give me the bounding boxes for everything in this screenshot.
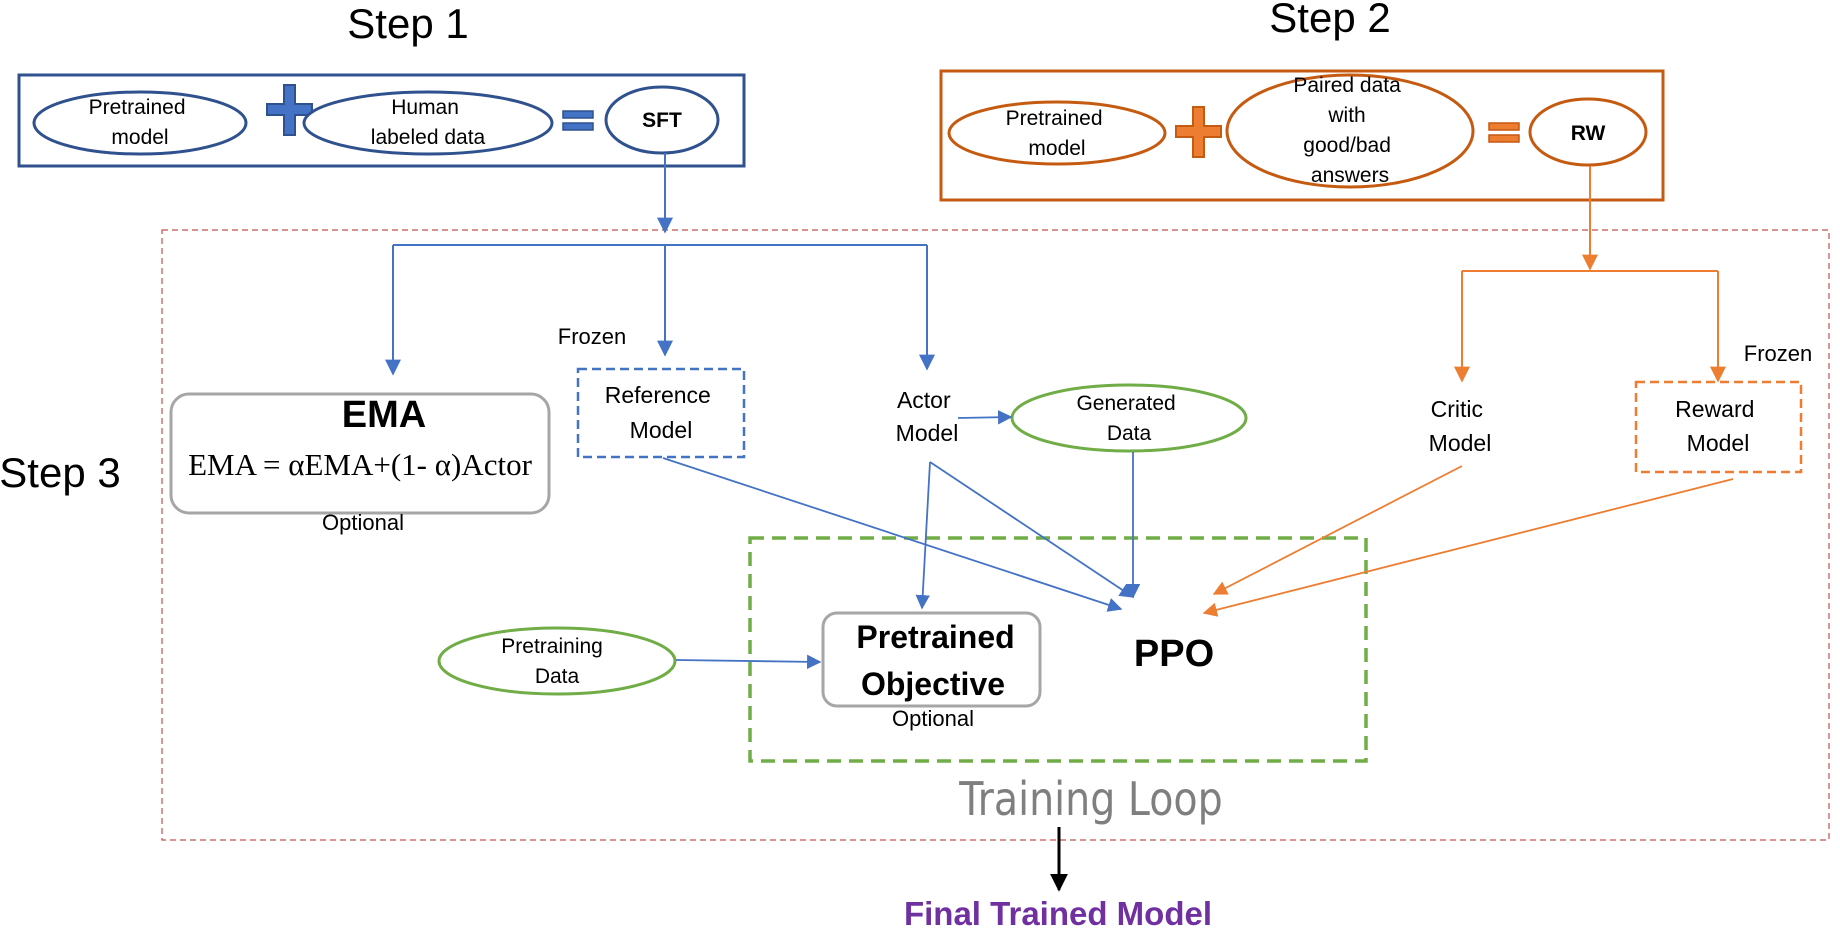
objective-line1: Pretrained <box>856 619 1014 655</box>
step1-pretrained-line1: Pretrained <box>89 96 186 119</box>
step1-equals-icon <box>562 110 594 131</box>
sft-label: SFT <box>642 109 682 132</box>
svg-text:Pretrained Objective: Pretrained Objective <box>856 619 1023 702</box>
svg-text:Actor Model: Actor Model <box>896 387 959 446</box>
generated-data-node: Generated Data <box>1010 383 1248 453</box>
actor-model-node: Actor Model <box>896 387 959 446</box>
reward-model-node: Reward Model <box>1634 380 1803 474</box>
step2-plus-icon <box>1175 106 1222 158</box>
blue-flow-arrows <box>662 410 1141 670</box>
pretrained-objective-node: Pretrained Objective <box>821 611 1042 708</box>
step1-pretrained-node: Pretrained model <box>32 90 248 156</box>
ppo-label: PPO <box>1134 633 1214 675</box>
critic-line2: Model <box>1429 430 1492 456</box>
training-loop-box <box>748 536 1368 763</box>
step1-human-data-node: Human labeled data <box>302 90 554 156</box>
svg-text:Reward Model: Reward Model <box>1675 396 1761 456</box>
pretraining-line1: Pretraining <box>501 635 603 658</box>
svg-text:Reference Model: Reference Model <box>605 382 718 443</box>
step2-paired-line4: answers <box>1311 164 1389 187</box>
orange-flow-arrows <box>1202 465 1734 617</box>
step2-pretrained-node: Pretrained model <box>947 100 1167 166</box>
rw-connectors <box>1454 166 1726 383</box>
step1-title: Step 1 <box>347 0 468 47</box>
step2-equals-icon <box>1488 122 1520 143</box>
svg-text:Pretrained model: Pretrained model <box>1006 107 1109 160</box>
step2-pretrained-line2: model <box>1028 137 1085 160</box>
objective-line2: Objective <box>861 666 1005 702</box>
generated-line2: Data <box>1107 422 1152 445</box>
reference-line2: Model <box>630 417 693 443</box>
svg-text:Pretraining Data: Pretraining Data <box>501 635 608 688</box>
sft-node: SFT <box>604 85 720 155</box>
step3-title: Step 3 <box>0 449 121 496</box>
svg-text:Paired data with g: Paired data with good/bad answers <box>1293 74 1406 187</box>
ema-formula: EMA = αEMA+(1- α)Actor <box>188 447 532 482</box>
step2-pretrained-line1: Pretrained <box>1006 107 1103 130</box>
step2-paired-line3: good/bad <box>1303 134 1391 157</box>
step2-box <box>939 69 1665 202</box>
step1-box <box>17 73 746 168</box>
svg-text:Critic Model: Critic Model <box>1429 396 1492 456</box>
sft-connectors <box>385 153 935 376</box>
step1-human-line1: Human <box>391 96 459 119</box>
training-loop-label: Training Loop <box>958 773 1222 827</box>
svg-text:Pretrained model: Pretrained model <box>89 96 192 149</box>
reward-line2: Model <box>1687 430 1750 456</box>
actor-line2: Model <box>896 420 959 446</box>
step2-paired-line2: with <box>1327 104 1365 127</box>
objective-optional-label: Optional <box>892 706 974 731</box>
pretraining-data-node: Pretraining Data <box>437 626 677 696</box>
step3-container <box>161 229 1830 841</box>
reference-model-node: Reference Model <box>576 367 746 459</box>
reward-line1: Reward <box>1675 396 1754 422</box>
ema-optional-label: Optional <box>322 510 404 535</box>
ema-node: EMA EMA = αEMA+(1- α)Actor <box>169 392 551 515</box>
critic-line1: Critic <box>1431 396 1483 422</box>
step1-human-line2: labeled data <box>371 126 486 149</box>
reference-frozen-label: Frozen <box>558 324 626 349</box>
svg-text:Human labeled data: Human labeled data <box>371 96 486 149</box>
pretraining-line2: Data <box>535 665 580 688</box>
actor-line1: Actor <box>897 387 951 413</box>
step2-paired-line1: Paired data <box>1293 74 1401 97</box>
reference-line1: Reference <box>605 382 711 408</box>
step2-title: Step 2 <box>1269 0 1390 41</box>
step2-paired-data-node: Paired data with good/bad answers <box>1225 73 1475 189</box>
ema-title: EMA <box>342 394 426 436</box>
generated-line1: Generated <box>1076 392 1175 415</box>
reward-frozen-label: Frozen <box>1744 341 1812 366</box>
rw-node: RW <box>1528 97 1648 167</box>
svg-text:Generated Data: Generated Data <box>1076 392 1181 445</box>
rw-label: RW <box>1571 122 1606 145</box>
critic-model-node: Critic Model <box>1429 396 1492 456</box>
final-model-label: Final Trained Model <box>904 895 1212 930</box>
step1-pretrained-line2: model <box>111 126 168 149</box>
